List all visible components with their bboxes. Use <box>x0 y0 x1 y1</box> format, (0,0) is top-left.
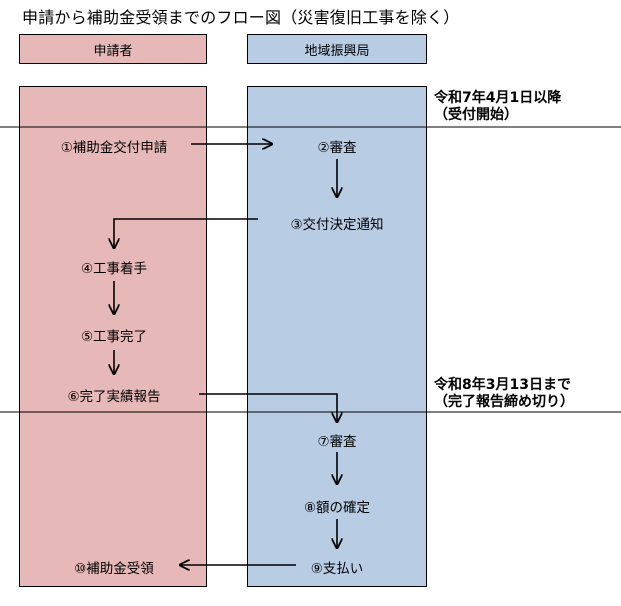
step-completion-report: ⑥完了実績報告 <box>67 389 161 405</box>
page-title: 申請から補助金受領までのフロー図（災害復旧工事を除く） <box>22 8 460 27</box>
deadline-note-line1: 令和8年3月13日まで <box>434 377 571 393</box>
applicant-lane-header: 申請者 <box>19 34 207 64</box>
step-review-2: ⑦審査 <box>317 434 357 450</box>
applicant-swimlane <box>19 86 207 587</box>
step-construction-start: ④工事着手 <box>80 261 148 277</box>
start-date-note-line1: 令和7年4月1日以降 <box>434 90 562 106</box>
bureau-lane-header: 地域振興局 <box>247 34 427 64</box>
step-amount-confirmation: ⑧額の確定 <box>303 500 371 516</box>
start-date-note-line2: （受付開始） <box>434 107 518 123</box>
deadline-note: 令和8年3月13日まで （完了報告締め切り） <box>434 377 574 411</box>
step-review-1: ②審査 <box>317 140 357 156</box>
step-grant-decision-notice: ③交付決定通知 <box>290 217 384 233</box>
step-payment: ⑨支払い <box>310 561 364 577</box>
step-construction-complete: ⑤工事完了 <box>80 329 148 345</box>
step-subsidy-receipt: ⑩補助金受領 <box>74 561 154 577</box>
deadline-note-line2: （完了報告締め切り） <box>434 394 574 410</box>
start-date-note: 令和7年4月1日以降 （受付開始） <box>434 90 561 124</box>
step-subsidy-application: ①補助金交付申請 <box>60 140 168 156</box>
